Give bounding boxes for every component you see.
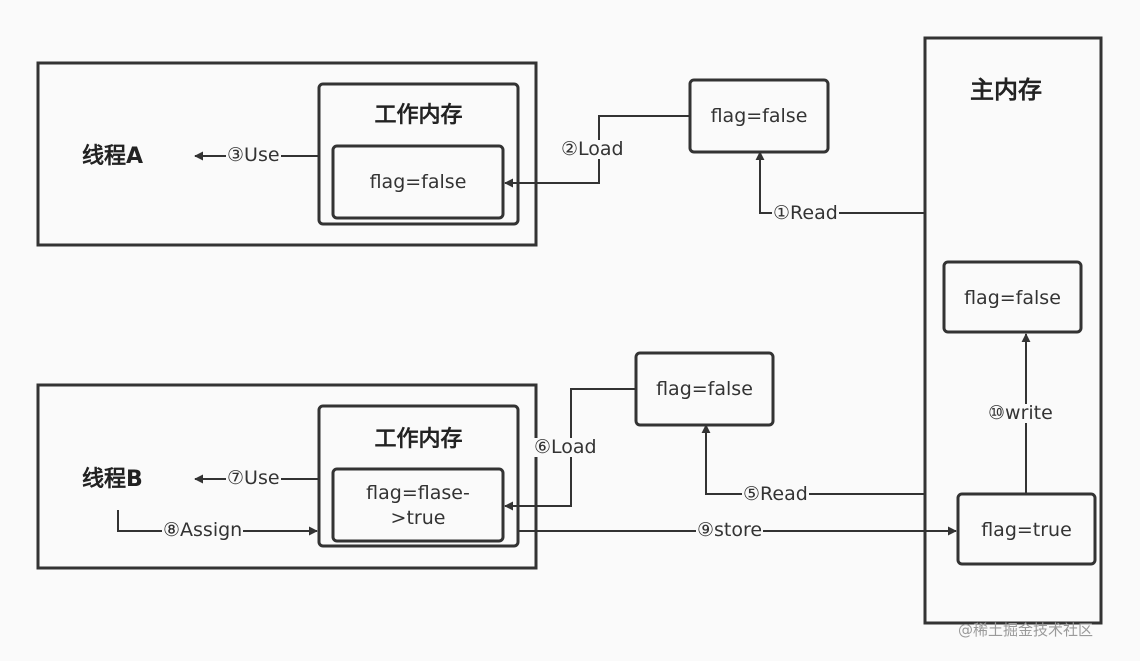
main-memory-value-true: flag=true: [981, 519, 1072, 541]
main-memory-box: [923, 36, 1103, 625]
thread-a-title: 线程A: [82, 144, 144, 169]
main-memory-value-false: flag=false: [964, 287, 1061, 309]
thread-b-step-load: ⑥Load: [533, 436, 598, 458]
main-memory-title: 主内存: [970, 76, 1042, 104]
thread-b-step-assign: ⑧Assign: [162, 519, 244, 541]
thread-b-work-memory-title: 工作内存: [374, 427, 463, 452]
thread-b-read-copy: flag=false: [656, 378, 753, 400]
thread-a-step-load: ②Load: [560, 138, 625, 160]
arrow-b-assign: [117, 510, 318, 536]
thread-b-step-use: ⑦Use: [226, 467, 281, 489]
thread-b-step-store: ⑨store: [696, 519, 764, 541]
arrow-a-read: [755, 151, 925, 214]
thread-b-title: 线程B: [82, 467, 143, 492]
thread-a-step-use: ③Use: [226, 144, 281, 166]
thread-a-box: [36, 61, 538, 247]
thread-b-box: [36, 383, 538, 570]
thread-a-work-value-box: [331, 144, 505, 220]
thread-b-work-value-line1: flag=flase-: [366, 482, 470, 504]
main-memory-value-false-box: [942, 260, 1083, 334]
thread-b-work-value-line2: >true: [390, 507, 446, 529]
arrow-b-read: [701, 424, 925, 495]
watermark: @稀土掘金技术社区: [958, 621, 1094, 639]
thread-a-read-copy: flag=false: [710, 105, 808, 127]
thread-a-work-memory-title: 工作内存: [374, 103, 463, 128]
thread-a-work-memory-box: [317, 82, 520, 226]
thread-a-step-read: ①Read: [772, 202, 839, 224]
thread-b-work-value-box: [331, 467, 505, 543]
thread-b-work-memory-box: [317, 404, 520, 548]
thread-b-step-write: ⑩write: [987, 402, 1054, 424]
thread-a-work-value: flag=false: [369, 171, 467, 193]
thread-b-step-read: ⑤Read: [742, 483, 809, 505]
